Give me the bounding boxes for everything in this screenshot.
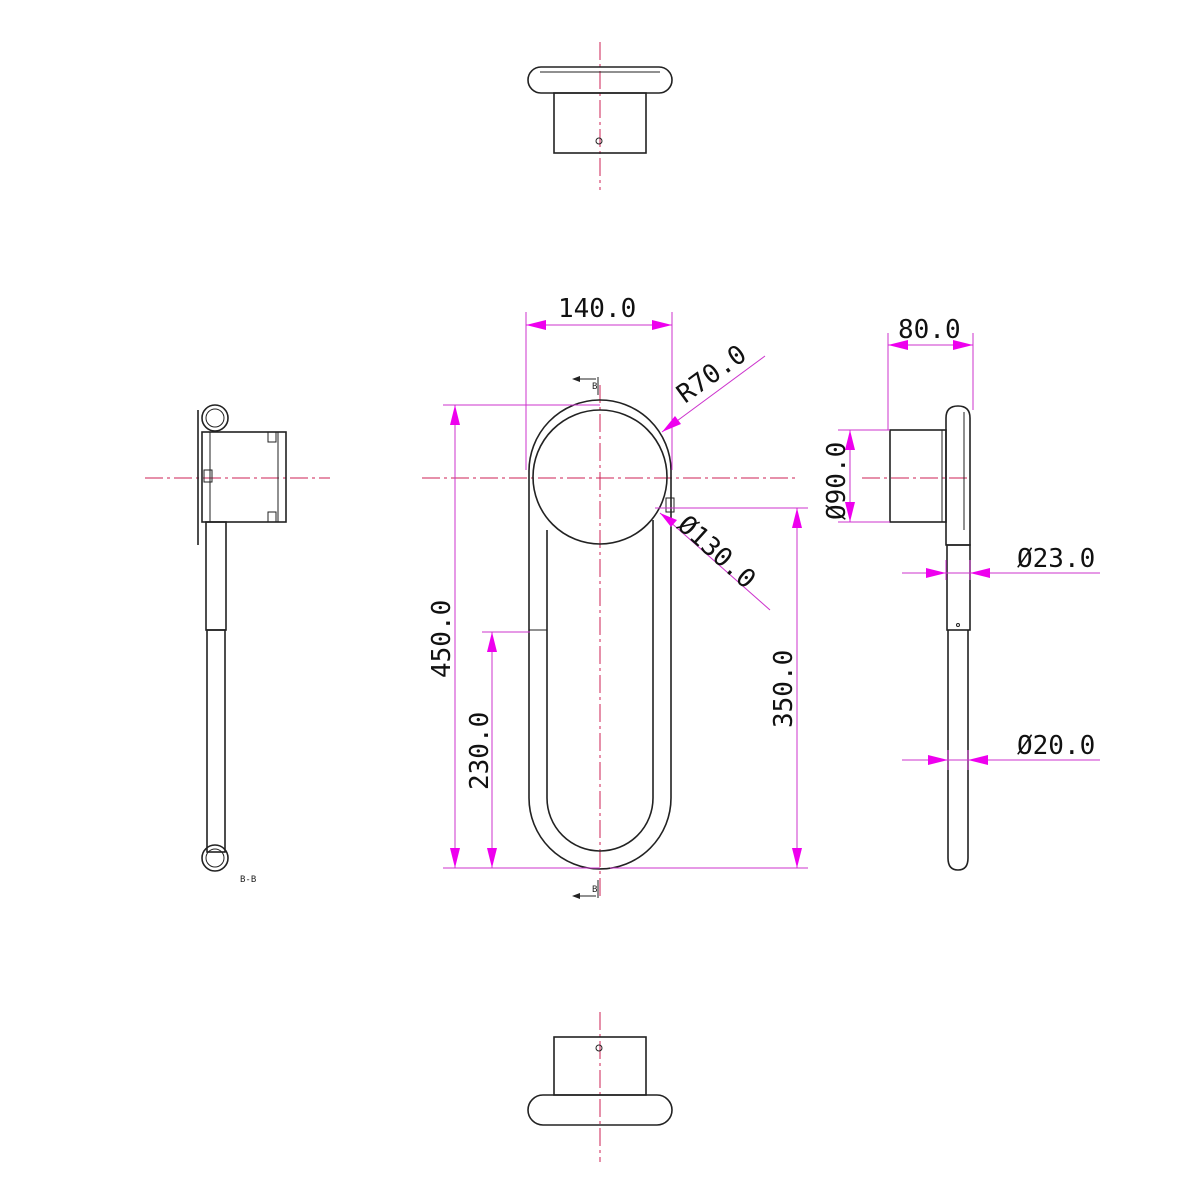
dim-text-d23: Ø23.0	[1017, 544, 1095, 574]
section-body	[201, 431, 287, 523]
dim-text-d20: Ø20.0	[1017, 731, 1095, 761]
side-view: 80.0 Ø90.0 Ø23.0 Ø20.0	[822, 315, 1100, 871]
section-notch-top	[267, 431, 277, 443]
dim-height-350: 350.0	[610, 507, 808, 869]
top-view-screw	[595, 137, 603, 145]
section-bottom-tube	[201, 844, 229, 872]
front-inner-loop	[546, 520, 654, 852]
side-tube-dot	[956, 623, 960, 627]
section-tube-upper	[205, 521, 227, 631]
dim-width-140: 140.0	[525, 294, 673, 470]
dim-diameter-23: Ø23.0	[902, 544, 1100, 580]
dim-text-450: 450.0	[427, 600, 457, 678]
side-plate	[945, 405, 971, 546]
bottom-view	[527, 1012, 673, 1162]
dim-diameter-90: Ø90.0	[822, 429, 890, 523]
side-tube-lower	[947, 630, 969, 871]
dim-text-d130: Ø130.0	[671, 510, 761, 595]
bottom-view-plate	[527, 1094, 673, 1126]
side-base	[889, 429, 947, 523]
side-tube-upper	[946, 544, 971, 631]
section-marker-bottom: B	[572, 880, 599, 899]
front-outer-loop	[528, 399, 672, 870]
dim-radius-70: R70.0	[661, 339, 766, 433]
dim-text-80: 80.0	[898, 315, 961, 345]
section-caption: B-B	[240, 875, 256, 885]
dim-text-140: 140.0	[558, 294, 636, 324]
section-top-tube-inner	[205, 408, 225, 428]
front-disc	[532, 409, 668, 545]
dim-height-230: 230.0	[465, 631, 530, 868]
section-view: B-B	[145, 404, 330, 885]
section-notch-bottom	[267, 511, 277, 523]
section-tube-lower	[206, 629, 226, 853]
dim-depth-80: 80.0	[887, 315, 974, 430]
dim-diameter-130: Ø130.0	[659, 510, 771, 611]
dim-diameter-20: Ø20.0	[902, 731, 1100, 770]
front-view: B B 140.0 R70.0 Ø130.0	[422, 294, 808, 900]
top-view-base	[553, 92, 647, 154]
front-clip	[665, 497, 675, 513]
dim-text-230: 230.0	[465, 712, 495, 790]
section-mark-bottom: B	[592, 885, 597, 895]
section-tab	[203, 469, 213, 483]
bottom-view-screw	[595, 1044, 603, 1052]
dim-height-450: 450.0	[427, 404, 600, 869]
section-top-tube	[201, 404, 229, 432]
section-marker-top: B	[572, 376, 599, 395]
top-view	[527, 42, 673, 190]
dim-text-d90: Ø90.0	[822, 442, 852, 520]
dim-text-350: 350.0	[769, 650, 799, 728]
section-bottom-tube-inner	[205, 848, 225, 868]
section-mark-top: B	[592, 382, 597, 392]
